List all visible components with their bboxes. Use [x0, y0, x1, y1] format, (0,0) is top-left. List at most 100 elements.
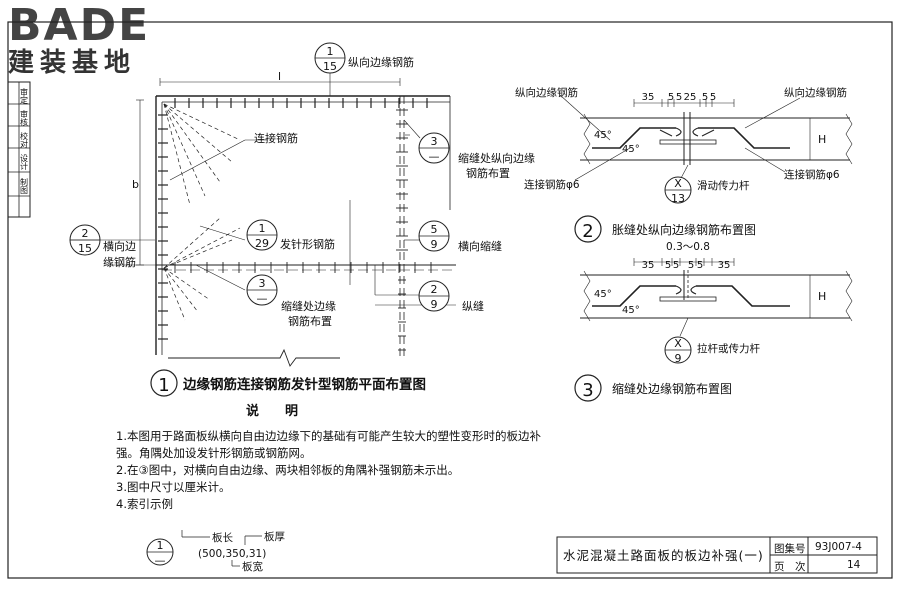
- callout-top: 1: [327, 45, 334, 58]
- left-strip-label: 审核: [20, 109, 29, 127]
- label-transverse-edge-rebar: 横向边: [103, 239, 136, 253]
- height-label: H: [818, 133, 826, 146]
- label-connecting-rebar: 连接钢筋φ6: [524, 178, 580, 191]
- index-board-width: 板宽: [242, 560, 263, 573]
- callout-top: 1: [157, 539, 164, 552]
- notes-list: 1.本图用于路面板纵横向自由边边缘下的基础有可能产生较大的塑性变形时的板边补强。…: [116, 428, 546, 513]
- callout-top: 3: [259, 277, 266, 290]
- figure-number: 3: [582, 380, 593, 401]
- left-strip-label: 审定: [20, 87, 29, 105]
- title-block: 水泥混凝土路面板的板边补强(一) 图集号 93J007-4 页 次 14: [557, 537, 877, 573]
- callout-top: X: [674, 177, 682, 190]
- left-strip-label: 制图: [20, 177, 29, 195]
- dim-value: 35: [718, 260, 731, 271]
- note-item: 2.在③图中，对横向自由边缘、两块相邻板的角隅补强钢筋未示出。: [116, 463, 460, 477]
- dim-value: 5: [702, 92, 708, 103]
- index-callout: 29: [418, 280, 450, 312]
- figure-caption: 边缘钢筋连接钢筋发针型钢筋平面布置图: [182, 376, 426, 393]
- callout-bottom: —: [429, 150, 440, 163]
- figure-number: 1: [158, 375, 169, 396]
- label-transverse-edge-rebar: 缘钢筋: [103, 255, 136, 269]
- index-callout: 129: [246, 219, 278, 251]
- figure-number: 2: [582, 221, 593, 242]
- callout-top: 5: [431, 223, 438, 236]
- callout-top: 2: [82, 227, 89, 240]
- figure-1-title: 1 边缘钢筋连接钢筋发针型钢筋平面布置图: [150, 369, 426, 397]
- callout-bottom: 15: [323, 60, 337, 73]
- label-sliding-dowel: 滑动传力杆: [697, 179, 750, 192]
- label-connecting-rebar: 连接钢筋: [254, 131, 298, 145]
- label-shrink-joint-edge-rebar: 钢筋布置: [288, 314, 332, 328]
- dim-length-label: l: [278, 70, 281, 83]
- callout-top: 3: [431, 135, 438, 148]
- index-board-thickness: 板厚: [264, 530, 285, 543]
- drawing-title: 水泥混凝土路面板的板边补强(一): [563, 548, 764, 563]
- label-shrink-joint-long-edge-rebar: 缩缝处纵向边缘: [458, 151, 535, 165]
- label-longitudinal-edge-rebar: 纵向边缘钢筋: [515, 86, 578, 99]
- index-callout: 3—: [246, 274, 278, 306]
- outer-frame: [7, 21, 893, 579]
- logo-chinese: 建装基地: [8, 48, 137, 78]
- page-number: 14: [847, 559, 861, 571]
- label-hairpin-rebar: 发针形钢筋: [280, 237, 335, 251]
- callout-bottom: —: [257, 292, 268, 305]
- note-item: 4.索引示例: [116, 497, 173, 511]
- callout-bottom: 15: [78, 242, 92, 255]
- label-connecting-rebar: 连接钢筋φ6: [784, 168, 840, 181]
- left-strip-label: 设计: [20, 153, 29, 171]
- note-item: 1.本图用于路面板纵横向自由边边缘下的基础有可能产生较大的塑性变形时的板边补强。…: [116, 429, 541, 460]
- angle-label: 45°: [622, 144, 640, 155]
- dim-value: 5: [668, 92, 674, 103]
- label-shrink-joint-long-edge-rebar: 钢筋布置: [466, 166, 510, 180]
- notes-heading: 说 明: [246, 404, 299, 419]
- joint-width-range: 0.3～0.8: [666, 241, 710, 253]
- index-callout: X9: [664, 336, 692, 365]
- dim-value: 35: [642, 92, 655, 103]
- callout-bottom: 9: [431, 238, 438, 251]
- atlas-label: 图集号: [774, 543, 806, 555]
- logo-latin: BADE: [8, 0, 151, 51]
- dim-value: 5: [673, 260, 679, 271]
- angle-label: 45°: [622, 305, 640, 316]
- callout-bottom: —: [155, 554, 166, 567]
- section-shrink-joint: [580, 258, 853, 337]
- dim-value: 5: [676, 92, 682, 103]
- logo: BADE 建装基地: [8, 0, 151, 79]
- angle-label: 45°: [594, 289, 612, 300]
- index-values: (500,350,31): [198, 548, 266, 560]
- figure-3-title: 3 缩缝处边缘钢筋布置图: [574, 374, 732, 402]
- callout-bottom: 9: [431, 298, 438, 311]
- dim-value: 5: [665, 260, 671, 271]
- dim-width-label: b: [132, 178, 139, 191]
- index-callout: 115: [314, 42, 346, 74]
- figure-caption: 胀缝处纵向边缘钢筋布置图: [612, 222, 756, 237]
- page-label: 页 次: [774, 561, 806, 573]
- dim-value: 5: [697, 260, 703, 271]
- callout-top: 2: [431, 283, 438, 296]
- dim-value: 25: [684, 92, 697, 103]
- index-callout: 59: [418, 220, 450, 252]
- label-transverse-shrink-joint: 横向缩缝: [458, 239, 502, 253]
- figure-caption: 缩缝处边缘钢筋布置图: [612, 381, 732, 396]
- index-callout: 3—: [418, 132, 450, 164]
- note-item: 3.图中尺寸以厘米计。: [116, 480, 231, 494]
- label-shrink-joint-edge-rebar: 缩缝处边缘: [281, 299, 336, 313]
- label-longitudinal-edge-rebar: 纵向边缘钢筋: [784, 86, 847, 99]
- dim-value: 35: [642, 260, 655, 271]
- index-callout: X 13: [664, 176, 692, 205]
- height-label: H: [818, 290, 826, 303]
- index-callout: 1—: [146, 538, 174, 567]
- label-longitudinal-joint: 纵缝: [462, 299, 484, 313]
- angle-label: 45°: [594, 130, 612, 141]
- callout-top: X: [674, 337, 682, 350]
- atlas-number: 93J007-4: [815, 541, 862, 553]
- label-longitudinal-edge-rebar: 纵向边缘钢筋: [348, 55, 414, 69]
- figure-2-title: 2 胀缝处纵向边缘钢筋布置图: [574, 215, 756, 243]
- callout-bottom: 29: [255, 237, 269, 250]
- callout-top: 1: [259, 222, 266, 235]
- callout-bottom: 13: [671, 192, 685, 205]
- left-strip-label: 校对: [20, 131, 29, 148]
- callout-bottom: 9: [675, 352, 682, 365]
